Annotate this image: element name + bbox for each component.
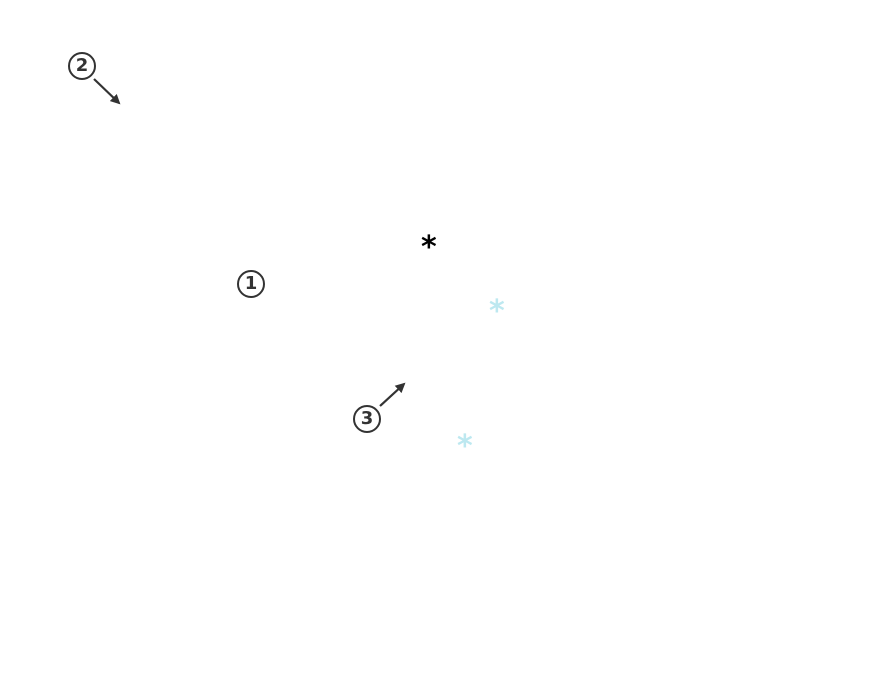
asterisk-black: * [421,230,437,265]
marker-3: 3 [353,405,381,433]
marker-2-label: 2 [75,55,89,76]
asterisk-light-blue-2: * [457,429,473,464]
arrow-3 [379,382,406,407]
marker-1-label: 1 [244,273,258,294]
arrow-2 [93,78,121,105]
marker-3-label: 3 [360,408,374,429]
asterisk-light-blue-1: * [489,294,505,329]
marker-2: 2 [68,52,96,80]
marker-1: 1 [237,270,265,298]
